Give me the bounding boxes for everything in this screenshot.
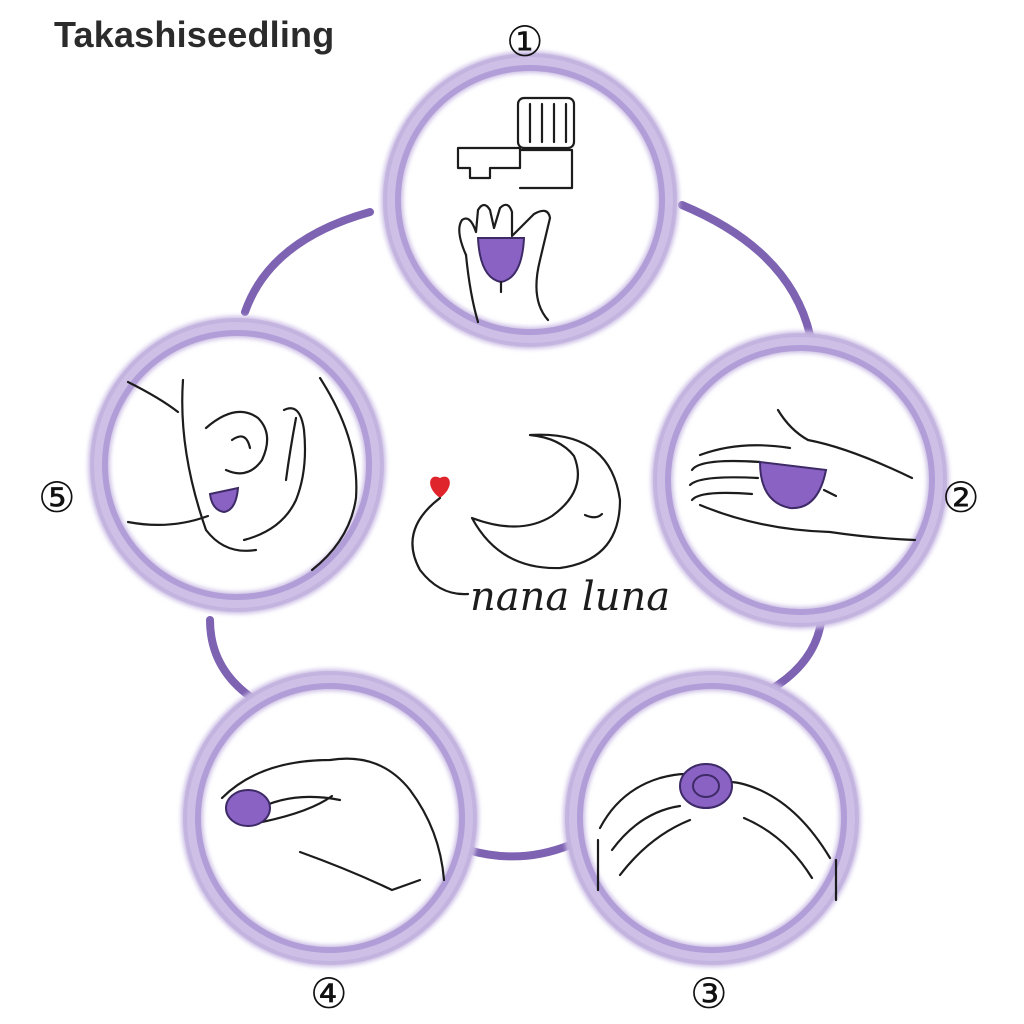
step-circle-4 [181,669,479,967]
step-number-1: ① [506,17,544,66]
cup-in-palm-icon [688,408,917,542]
watermark: Takashiseedling [54,14,335,55]
fold-cup-icon [596,763,838,902]
step-number-2: ② [942,473,980,522]
connector-arcs [206,201,826,861]
connector-5-1 [241,208,374,316]
step-circle-2 [651,331,949,629]
logo-text: nana luna [470,574,670,620]
moon-heart-logo-icon [411,433,622,596]
connector-4-5 [206,616,259,704]
hold-folded-cup-icon [220,757,446,892]
step-circle-1 [381,51,679,349]
step-number-5: ⑤ [38,473,76,522]
step-circle-5 [88,316,386,614]
step-number-3: ③ [690,969,728,1018]
connector-3-4 [464,841,574,861]
faucet-wash-hands-icon [456,96,576,324]
step-number-4: ④ [310,969,348,1018]
step-circle-3 [563,669,861,967]
connector-1-2 [678,201,814,339]
insert-cup-anatomy-icon [126,376,358,572]
